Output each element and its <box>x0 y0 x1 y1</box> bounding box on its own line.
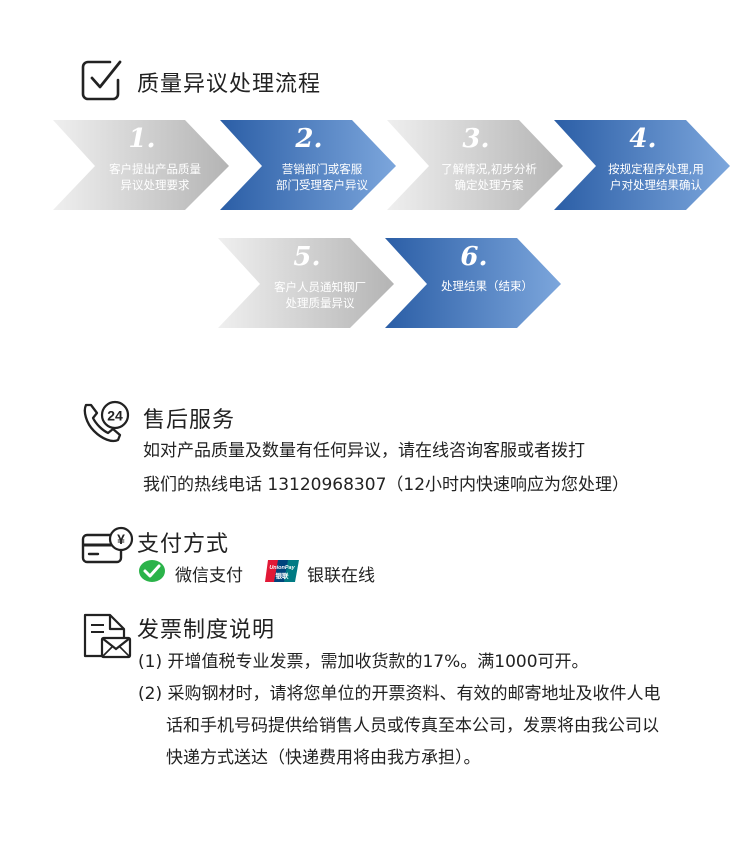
step-text: 了解情况,初步分析确定处理方案 <box>441 162 537 192</box>
step-text: 客户提出产品质量异议处理要求 <box>109 162 201 192</box>
process-step-6: 6. 处理结果（结束） <box>385 238 563 330</box>
svg-text:24: 24 <box>107 408 123 424</box>
payment-title: 支付方式 <box>137 532 230 557</box>
phone-24-icon: 24 <box>80 397 132 449</box>
service-line-2: 我们的热线电话 13120968307（12小时内快速响应为您处理） <box>143 475 630 495</box>
payment-method-wechat: 微信支付 <box>175 566 243 586</box>
checkbox-check-icon <box>80 58 124 106</box>
step-number: 5. <box>293 242 321 272</box>
svg-text:UnionPay: UnionPay <box>269 565 295 571</box>
invoice-item-1: (1) 开增值税专业发票，需加收货款的17%。满1000可开。 <box>138 652 589 672</box>
wechat-pay-icon <box>138 559 166 587</box>
process-step-3: 3. 了解情况,初步分析确定处理方案 <box>387 120 565 212</box>
process-title: 质量异议处理流程 <box>137 72 322 97</box>
service-line-1: 如对产品质量及数量有任何异议，请在线咨询客服或者拨打 <box>143 441 585 461</box>
payment-method-unionpay: 银联在线 <box>307 566 375 586</box>
step-text: 客户人员通知钢厂处理质量异议 <box>274 280 366 310</box>
process-step-1: 1. 客户提出产品质量异议处理要求 <box>53 120 231 212</box>
invoice-item-2-line-1: (2) 采购钢材时，请将您单位的开票资料、有效的邮寄地址及收件人电 <box>138 684 661 704</box>
process-step-2: 2. 营销部门或客服部门受理客户异议 <box>220 120 398 212</box>
svg-text:银联: 银联 <box>276 571 290 580</box>
process-step-5: 5. 客户人员通知钢厂处理质量异议 <box>218 238 396 330</box>
step-text: 处理结果（结束） <box>441 279 533 293</box>
invoice-item-2-line-2: 话和手机号码提供给销售人员或传真至本公司，发票将由我公司以 <box>166 716 659 736</box>
svg-text:¥: ¥ <box>117 531 125 547</box>
step-number: 4. <box>629 124 657 154</box>
step-number: 3. <box>462 124 490 154</box>
service-title: 售后服务 <box>143 408 236 433</box>
unionpay-icon: UnionPay 银联 <box>265 559 299 587</box>
step-number: 6. <box>460 242 488 272</box>
invoice-envelope-icon <box>80 612 134 664</box>
step-text: 按规定程序处理,用户对处理结果确认 <box>608 162 704 192</box>
step-number: 1. <box>128 124 156 154</box>
step-text: 营销部门或客服部门受理客户异议 <box>276 162 368 192</box>
card-yen-icon: ¥ <box>80 525 134 571</box>
invoice-title: 发票制度说明 <box>137 618 276 643</box>
invoice-item-2-line-3: 快递方式送达（快递费用将由我方承担）。 <box>166 748 481 768</box>
process-step-4: 4. 按规定程序处理,用户对处理结果确认 <box>554 120 732 212</box>
step-number: 2. <box>295 124 323 154</box>
